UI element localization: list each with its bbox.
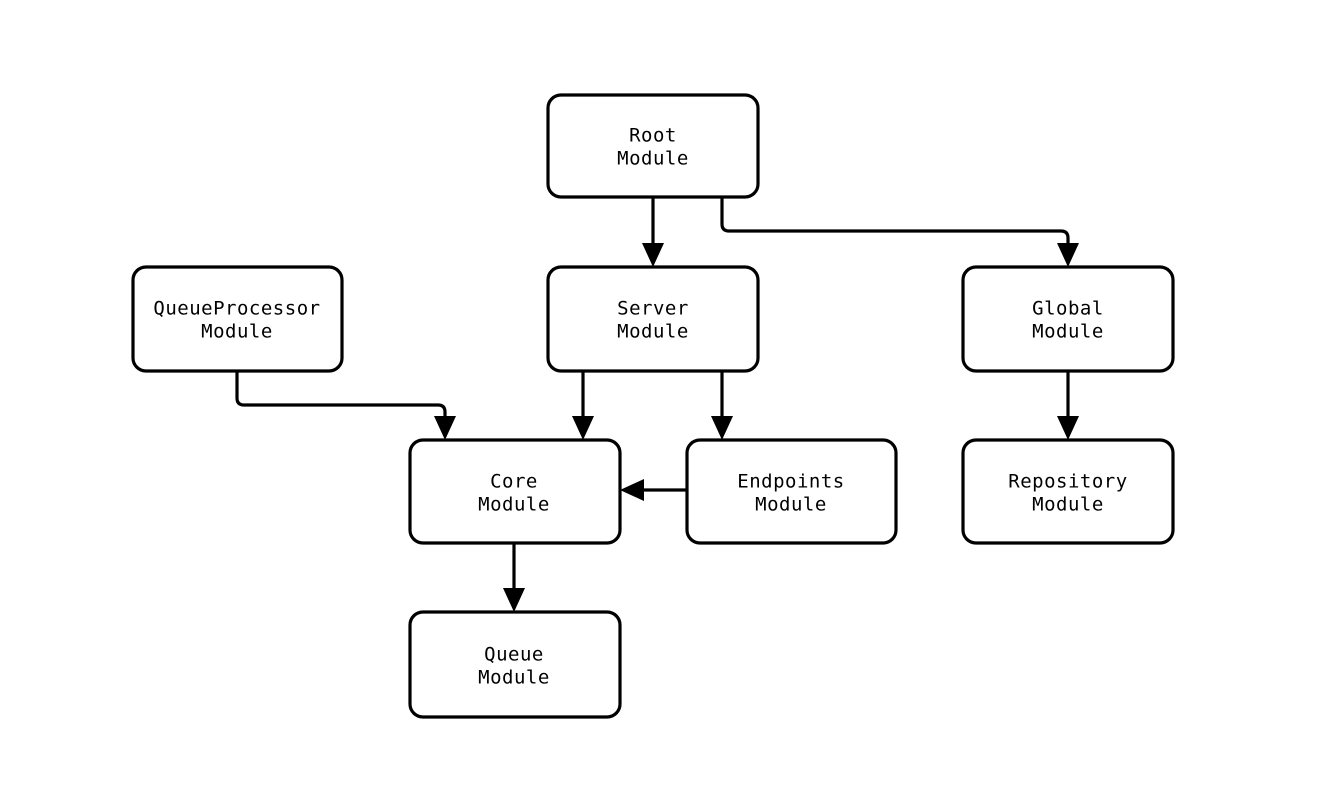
node-label-core-line1: Core xyxy=(490,471,538,493)
edge-endpoints-to-core xyxy=(620,479,687,501)
node-label-global-line1: Global xyxy=(1032,298,1104,320)
node-box-endpoints[interactable] xyxy=(685,438,898,545)
arrow-head-icon xyxy=(711,416,733,440)
edge-root-to-global xyxy=(720,197,1079,267)
edge-queueprocessor-to-core xyxy=(235,371,456,440)
node-server-module[interactable]: Server Module xyxy=(546,265,760,373)
arrow-head-icon xyxy=(1057,243,1079,267)
node-label-queueprocessor-line1: QueueProcessor xyxy=(153,298,320,320)
edge-global-to-repository xyxy=(1057,371,1079,440)
node-label-repository-line2: Module xyxy=(1032,494,1104,516)
node-core-module[interactable]: Core Module xyxy=(408,438,622,545)
node-label-global-line2: Module xyxy=(1032,321,1104,343)
node-box-root[interactable] xyxy=(546,93,760,199)
node-endpoints-module[interactable]: Endpoints Module xyxy=(685,438,898,545)
arrow-head-icon xyxy=(572,416,594,440)
arrow-head-icon xyxy=(620,479,644,501)
node-label-queueprocessor-line2: Module xyxy=(201,321,273,343)
arrow-head-icon xyxy=(642,243,664,267)
node-label-endpoints-line1: Endpoints xyxy=(737,471,844,493)
node-label-server-line1: Server xyxy=(617,298,689,320)
node-repository-module[interactable]: Repository Module xyxy=(961,438,1175,545)
node-label-server-line2: Module xyxy=(617,321,689,343)
node-label-root-line2: Module xyxy=(617,148,689,170)
edge-root-to-server xyxy=(642,197,664,267)
edge-core-to-queue xyxy=(503,543,525,612)
node-label-root-line1: Root xyxy=(629,125,677,147)
node-box-repository[interactable] xyxy=(961,438,1175,545)
node-queue-module[interactable]: Queue Module xyxy=(408,610,622,719)
node-box-global[interactable] xyxy=(961,265,1175,373)
node-box-core[interactable] xyxy=(408,438,622,545)
node-layer: Root Module QueueProcessor Module Server… xyxy=(131,93,1175,719)
node-global-module[interactable]: Global Module xyxy=(961,265,1175,373)
edge-layer xyxy=(235,197,1079,612)
arrow-head-icon xyxy=(434,416,456,440)
node-label-endpoints-line2: Module xyxy=(755,494,827,516)
edge-server-to-core xyxy=(572,371,594,440)
node-box-server[interactable] xyxy=(546,265,760,373)
node-root-module[interactable]: Root Module xyxy=(546,93,760,199)
node-queueprocessor-module[interactable]: QueueProcessor Module xyxy=(131,265,344,373)
node-label-core-line2: Module xyxy=(478,494,550,516)
node-label-repository-line1: Repository xyxy=(1008,471,1127,493)
node-box-queueprocessor[interactable] xyxy=(131,265,344,373)
node-label-queue-line1: Queue xyxy=(484,644,544,666)
arrow-head-icon xyxy=(1057,416,1079,440)
edge-server-to-endpoints xyxy=(711,371,733,440)
arrow-head-icon xyxy=(503,588,525,612)
node-label-queue-line2: Module xyxy=(478,667,550,689)
node-box-queue[interactable] xyxy=(408,610,622,719)
